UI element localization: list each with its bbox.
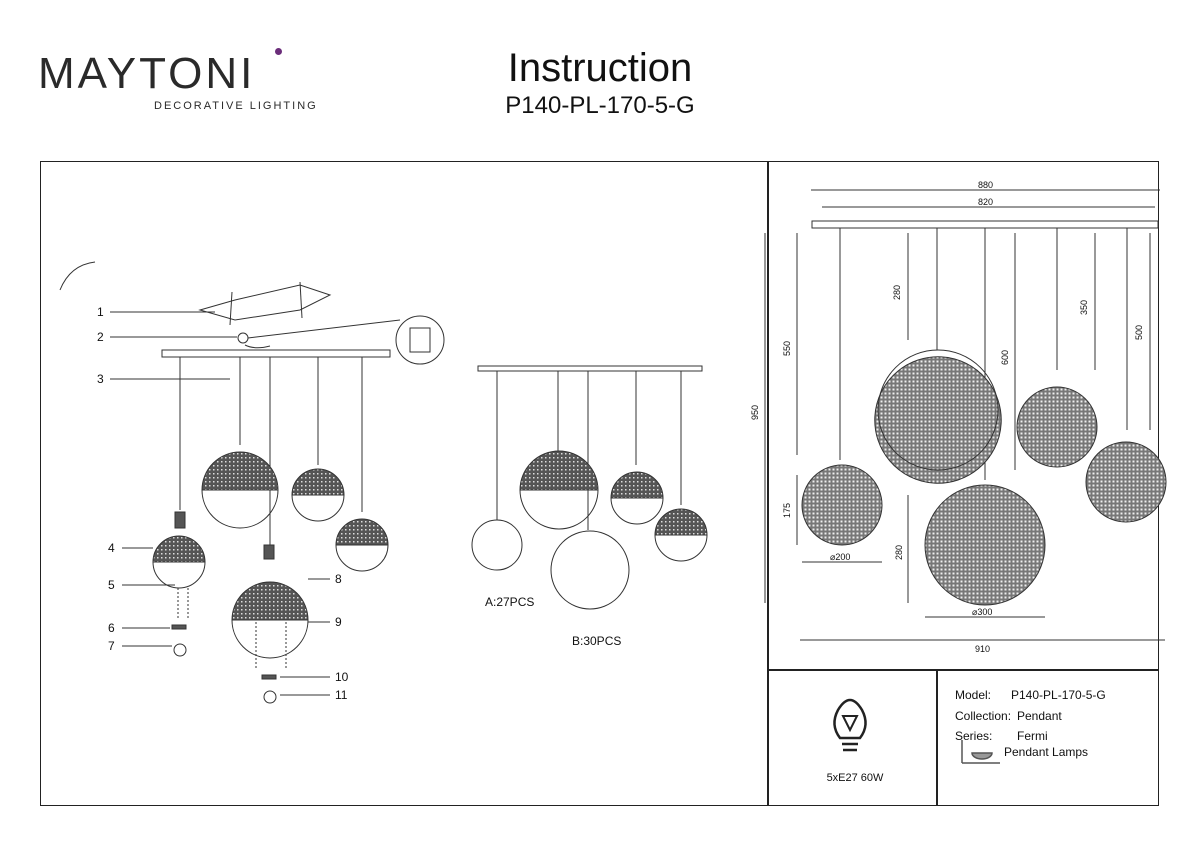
dim-large-height: 280 (894, 545, 904, 560)
detail-circle (395, 315, 445, 365)
series-label: Series: (955, 729, 993, 743)
canopy-bar (161, 349, 391, 358)
assembled-view (471, 365, 708, 610)
dim-drop-c: 550 (782, 341, 792, 356)
part-number: 3 (97, 372, 104, 386)
part-number: 10 (335, 670, 349, 684)
pendant-lamp-icon (961, 740, 1000, 764)
brand-logo: MAYTONI DECORATIVE LIGHTING (38, 48, 318, 112)
model-value: P140-PL-170-5-G (1011, 688, 1106, 702)
dim-spread: 910 (975, 644, 990, 654)
dim-small-height: 175 (782, 503, 792, 518)
lamp-type: Pendant Lamps (1004, 745, 1089, 759)
ceiling-arc (59, 261, 96, 291)
dim-drop-e: 500 (1134, 325, 1144, 340)
bulb-icon (833, 698, 867, 752)
part-number: 5 (108, 578, 115, 592)
terminal-block (237, 332, 249, 344)
dim-drop-d: 600 (1000, 350, 1010, 365)
brand-tagline: DECORATIVE LIGHTING (154, 100, 318, 112)
part-number: 9 (335, 615, 342, 629)
dimension-view (764, 189, 1167, 641)
series-value: Fermi (1017, 729, 1048, 743)
dimension-labels: 880 820 280 350 550 600 500 950 175 ⌀200… (750, 180, 1144, 654)
part-number: 6 (108, 621, 115, 635)
spec-divider (936, 669, 938, 806)
page-title: Instruction (507, 46, 693, 90)
dim-height-total: 950 (750, 405, 760, 420)
bulb-spec: 5xE27 60W (826, 772, 884, 784)
dim-drop-b: 350 (1079, 300, 1089, 315)
part-number: 11 (335, 688, 348, 702)
product-code: P140-PL-170-5-G (505, 92, 695, 119)
frame-divider-vertical (767, 161, 769, 806)
brand-accent-dot (275, 48, 282, 55)
dim-large-diameter: ⌀300 (972, 607, 992, 617)
part-number: 4 (108, 541, 115, 555)
model-label: Model: (955, 688, 992, 702)
crystal-count-a: A:27PCS (485, 595, 534, 609)
collection-value: Pendant (1017, 709, 1062, 723)
dim-width-total: 880 (978, 180, 993, 190)
brand-name: MAYTONI (38, 49, 256, 98)
dim-width-canopy: 820 (978, 197, 993, 207)
canopy-bar (811, 220, 1159, 229)
dim-drop-a: 280 (892, 285, 902, 300)
crystal-count-b: B:30PCS (572, 634, 621, 648)
dim-small-diameter: ⌀200 (830, 552, 850, 562)
part-numbers: 1 2 3 4 5 6 7 8 9 10 11 (97, 305, 349, 702)
part-number: 1 (97, 305, 104, 319)
exploded-view (59, 261, 445, 704)
part-number: 7 (108, 639, 115, 653)
collection-label: Collection: (955, 709, 1012, 723)
mounting-bracket (198, 284, 332, 321)
part-number: 2 (97, 330, 104, 344)
part-number: 8 (335, 572, 342, 586)
frame-divider-horizontal (767, 669, 1159, 671)
